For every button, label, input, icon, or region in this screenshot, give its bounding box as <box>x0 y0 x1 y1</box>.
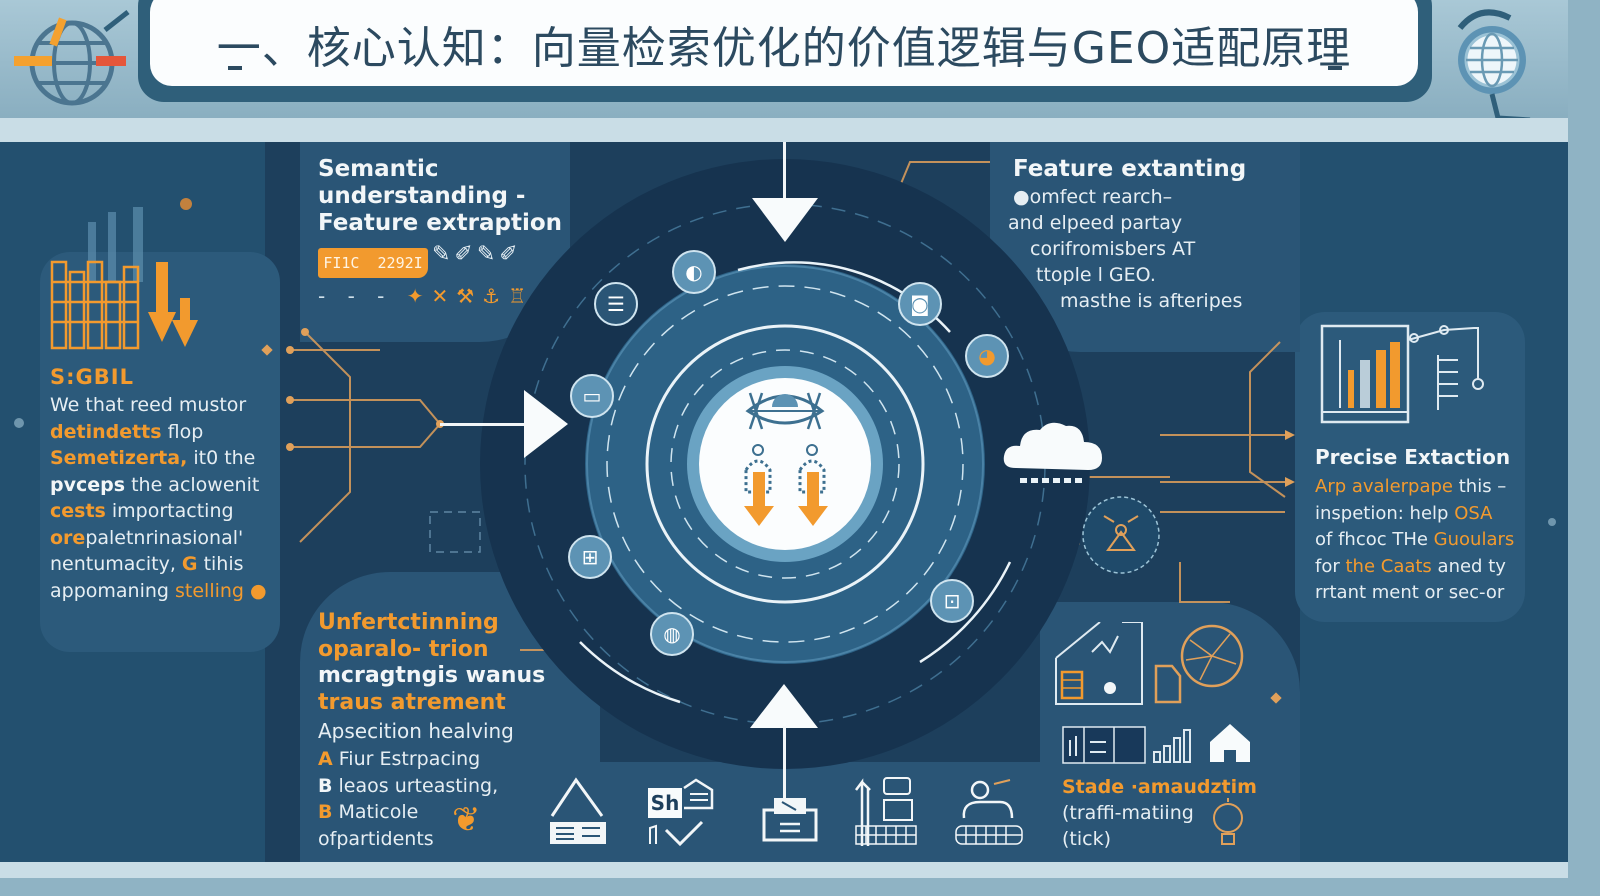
down-arrow-figure-icon <box>798 444 828 526</box>
right-panel-lines: Arp avalerpape this – inspetion: help OS… <box>1315 474 1514 607</box>
right-panel-heading: Precise Extaction <box>1315 445 1511 469</box>
cloud-icon <box>1003 422 1102 483</box>
top-right-line-0: ●omfect rearch– <box>1013 186 1173 208</box>
left-line-7: appomaning stelling ● <box>50 579 267 602</box>
left-line-4: cests importacting <box>50 500 234 522</box>
top-right-line-3: ttople l GEO. <box>1036 264 1156 286</box>
right-panel-card <box>1295 312 1525 622</box>
data-table-icon <box>1062 726 1146 764</box>
left-panel-lines: We that reed mustor detindetts flop Seme… <box>50 392 267 604</box>
bottom-left-items: A Fiur Estrpacing B leaos urteasting, B … <box>318 746 498 852</box>
top-left-badge: FI1C 2292I <box>318 248 428 278</box>
home-icon <box>1210 724 1250 762</box>
inbox-tray-icon <box>762 798 818 842</box>
title-box: 一、核心认知：向量检索优化的价值逻辑与GEO适配原理 <box>150 0 1418 86</box>
title-dash-left <box>228 66 242 70</box>
signal-bars-icon <box>1153 729 1191 763</box>
lightbulb-outline-icon <box>1213 798 1243 845</box>
shopping-cart-icon: ⊡ <box>930 579 974 623</box>
robot-keyboard-icon <box>955 779 1023 845</box>
title-dash-right <box>1328 66 1342 70</box>
shield-grid-icon: ⊞ <box>568 535 612 579</box>
share-arrows-icon <box>649 778 714 847</box>
bottom-right-line-1: (tick) <box>1062 828 1112 850</box>
top-right-line-4: masthe is afteripes <box>1060 290 1243 312</box>
right-line-0: Arp avalerpape this – <box>1315 476 1507 497</box>
arrow-right-left <box>440 423 530 426</box>
left-line-6: nentumacity, G tihis <box>50 553 244 575</box>
decor-dot <box>1548 518 1556 526</box>
pie-chart-icon: ◕ <box>965 334 1009 378</box>
bottom-right-line-0: (traffi-matiing <box>1062 802 1194 824</box>
right-line-2: of fhcoc THe Guoulars <box>1315 529 1515 550</box>
bottom-left-heading: Unfertctinning oparalo- trion mcragtngis… <box>318 610 546 715</box>
globe-icon <box>14 10 130 106</box>
left-line-1: detindetts flop <box>50 420 204 443</box>
leaf-icon: ❦ <box>452 800 481 840</box>
bar-chart-down-arrow-icon <box>50 207 198 350</box>
glyph-row-icon: - - - ✦✕⚒⚓♖ <box>318 284 535 308</box>
bottom-right-heading: Stade ·amaudztim <box>1062 776 1257 798</box>
radar-dial-icon <box>1154 624 1244 704</box>
top-right-line-2: corifromisbers AT <box>1030 238 1196 260</box>
eye-icon <box>745 392 825 430</box>
left-line-0: We that reed mustor <box>50 394 247 416</box>
network-globe-icon <box>1082 496 1160 574</box>
bottom-left-item-1: B leaos urteasting, <box>318 774 499 797</box>
right-line-3: for the Caats aned ty <box>1315 555 1506 577</box>
top-right-heading: Feature extanting <box>1013 156 1247 182</box>
chat-bubble-icon: ▭ <box>570 374 614 418</box>
left-panel-heading: S:GBIL <box>50 365 134 389</box>
top-left-heading: Semantic understanding - Feature extrapt… <box>318 156 563 236</box>
footer-strip <box>0 862 1568 878</box>
arrow-down-top-head <box>752 198 818 242</box>
arrow-right-left-head <box>524 390 568 458</box>
center-orbit-diagram <box>480 159 1090 769</box>
globe-icon <box>1457 9 1531 118</box>
document-list-icon: ☰ <box>594 282 638 326</box>
top-right-line-1: and elpeed partay <box>1008 212 1183 234</box>
decor-dot <box>180 198 192 210</box>
left-line-3: pvceps the aclowenit <box>50 473 260 496</box>
decor-dot <box>14 418 24 428</box>
arrow-up-bottom-head <box>750 684 818 728</box>
right-line-4: rrtant ment or sec-or <box>1315 582 1505 603</box>
globe-icon: ◐ <box>672 250 716 294</box>
analytics-board-icon <box>1055 622 1143 705</box>
dashboard-chart-icon <box>1320 324 1484 424</box>
bottom-left-item-0: A Fiur Estrpacing <box>318 748 481 770</box>
camera-icon: ◙ <box>898 282 942 326</box>
arrow-up-bottom <box>783 726 786 806</box>
down-arrow-figure-icon <box>744 444 774 526</box>
mountain-document-icon <box>550 777 606 844</box>
signature-glyphs-icon: ✎✐✎✐ <box>432 242 522 267</box>
header-band <box>0 118 1568 142</box>
left-line-5: orepaletnrinasional' <box>50 526 244 549</box>
right-line-1: inspetion: help OSA <box>1315 502 1493 524</box>
bottom-left-item-2: B Maticole <box>318 801 419 823</box>
bottom-left-subtitle: Apsecition healving <box>318 719 514 743</box>
arrow-down-top <box>783 142 786 202</box>
main-infographic: S:GBIL We that reed mustor detindetts fl… <box>0 142 1568 862</box>
upload-keyboard-icon <box>855 777 917 846</box>
sh-share-icon[interactable]: Sh <box>648 788 682 818</box>
lightbulb-icon: ◍ <box>650 612 694 656</box>
page-title: 一、核心认知：向量检索优化的价值逻辑与GEO适配原理 <box>216 23 1352 74</box>
bottom-left-item-3: ofpartidents <box>318 827 434 850</box>
left-line-2: Semetizerta, it0 the <box>50 447 256 469</box>
